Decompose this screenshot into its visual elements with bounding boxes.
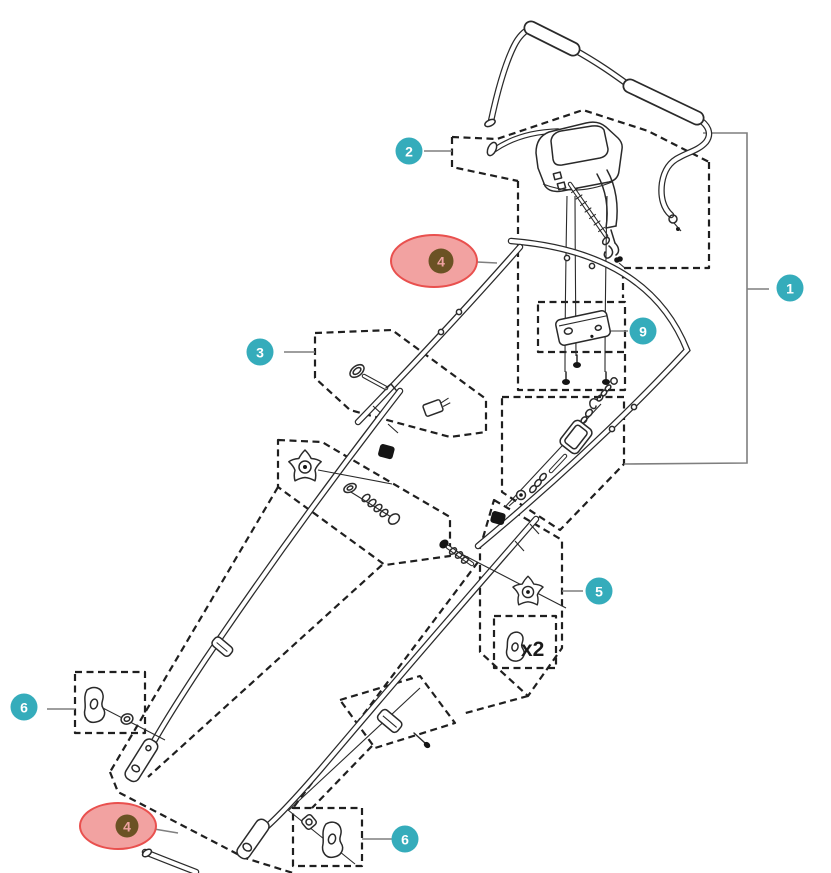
callout-1[interactable]: 1: [776, 274, 804, 302]
callout-6-right[interactable]: 6: [391, 825, 419, 853]
clamp-lever-right: [287, 809, 356, 865]
dashed-group-outlines: [73, 108, 711, 873]
callout-leader-lines: [47, 132, 769, 840]
lower-cable-assembly: [504, 377, 618, 508]
knob-kit-right: [439, 511, 567, 662]
upper-handle-tube: [354, 237, 691, 550]
handle-end-bracket-left: [124, 738, 159, 783]
mounting-screws: [562, 354, 610, 385]
callout-3[interactable]: 3: [246, 338, 274, 366]
callout-2[interactable]: 2: [395, 137, 423, 165]
quantity-label: x2: [521, 638, 545, 661]
knob-kit-left: [288, 444, 401, 525]
lower-handle-tube: [124, 387, 540, 873]
callout-4-upper-highlight[interactable]: 4: [390, 234, 478, 288]
clamp-plate: [555, 310, 611, 346]
foam-grip-right: [622, 78, 705, 126]
clamp-lever-left: [83, 686, 166, 741]
callout-4-lower[interactable]: 4: [115, 814, 139, 838]
handlebar-assembly: [484, 20, 713, 232]
control-housing: [486, 121, 627, 385]
handle-end-bracket-right: [236, 818, 270, 860]
callout-5[interactable]: 5: [585, 577, 613, 605]
cable-guide-right: [376, 708, 403, 734]
cable-fitting-group: [349, 363, 451, 417]
cable-guide-left: [211, 636, 234, 658]
tension-strap: [567, 181, 609, 239]
callout-4-lower-highlight[interactable]: 4: [79, 802, 157, 850]
foam-grip-left: [523, 20, 581, 57]
throttle-cables: [564, 195, 608, 373]
callout-9[interactable]: 9: [629, 317, 657, 345]
clamp-x2-part: [505, 631, 525, 662]
callout-4-upper[interactable]: 4: [428, 248, 454, 274]
callout-6-left[interactable]: 6: [10, 693, 38, 721]
